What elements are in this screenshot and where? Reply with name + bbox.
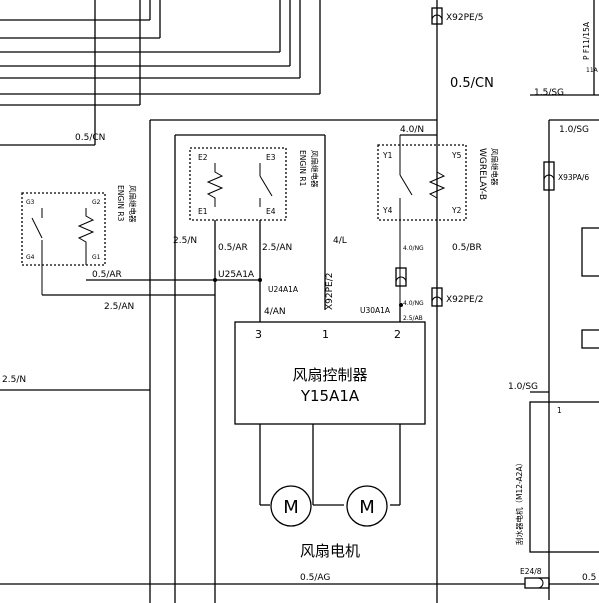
- wire-1sg: 1.5/SG: [534, 88, 564, 98]
- motor-1-symbol: M: [283, 497, 299, 518]
- wire-40ng-b: 4.0/NG: [403, 300, 424, 307]
- wg-pin-y1: Y1: [382, 151, 393, 160]
- r3-code: ENGIN R3: [116, 185, 125, 222]
- relay-wg: Y1 Y5 Y4 Y2 WGRELAY-B 风扇继电器: [377, 134, 500, 305]
- wiper-name: 刮水器电机（M12-A2A）: [514, 459, 524, 545]
- r1-pin-e1: E1: [198, 207, 208, 216]
- wire-05-right: 0.5: [582, 573, 596, 583]
- ctrl-pin-1: 1: [322, 328, 329, 341]
- ctrl-pin-3: 3: [255, 328, 262, 341]
- wire-05br: 0.5/BR: [452, 243, 482, 253]
- wire-05ar-left: 0.5/AR: [92, 270, 122, 280]
- vertical-wires: [0, 0, 438, 603]
- right-wiring: [530, 119, 599, 600]
- conn-e24: E24/8: [520, 567, 542, 576]
- wire-cn-left: 0.5/CN: [75, 133, 105, 143]
- splice-u25a1a: U25A1A: [218, 270, 255, 280]
- r1-code: ENGIN R1: [298, 150, 307, 187]
- fan-motor-1: [270, 485, 312, 527]
- wire-25an-mid: 2.5/AN: [262, 243, 292, 253]
- wire-05ar-mid: 0.5/AR: [218, 243, 248, 253]
- wire-25n-mid: 2.5/N: [173, 236, 197, 246]
- fan-motor-2: [346, 485, 388, 527]
- r3-pin-g1: G1: [92, 254, 101, 261]
- wiper-pin-1: 1: [557, 406, 562, 415]
- connectors: X92PE/5 X92PE/2 X92PE/2 X93PA/6 E24/8 P …: [325, 0, 599, 589]
- fuse-label: P F11/15A: [582, 21, 591, 60]
- motor-name: 风扇电机: [300, 542, 360, 560]
- wire-4l: 4/L: [333, 236, 347, 246]
- wg-pin-y5: Y5: [451, 151, 462, 160]
- harness-lines: [0, 0, 321, 146]
- conn-x93pa: X93PA/6: [558, 173, 589, 182]
- r3-name: 风扇继电器: [128, 185, 138, 223]
- splice-u30a1a: U30A1A: [360, 306, 391, 315]
- relay-r3: G3 G2 G4 G1 ENGIN R3 风扇继电器: [21, 185, 260, 296]
- r3-pin-g2: G2: [92, 199, 101, 206]
- r3-pin-g3: G3: [26, 199, 35, 206]
- fuse-amp: 11A: [586, 67, 599, 74]
- ctrl-name: 风扇控制器: [292, 366, 367, 384]
- wg-code: WGRELAY-B: [477, 148, 487, 200]
- r1-pin-e3: E3: [266, 153, 276, 162]
- wg-pin-y2: Y2: [451, 206, 462, 215]
- wire-4an: 4/AN: [264, 307, 286, 317]
- wire-05ag: 0.5/AG: [300, 573, 330, 583]
- wg-name: 风扇继电器: [490, 148, 500, 186]
- wiper-motor: 1 刮水器电机（M12-A2A）: [514, 401, 599, 553]
- wire-25an-left: 2.5/AN: [104, 302, 134, 312]
- wire-10sg: 1.0/SG: [508, 382, 538, 392]
- wire-10sg-right: 1.0/SG: [559, 125, 589, 135]
- wire-40n: 4.0/N: [400, 125, 424, 135]
- r1-pin-e4: E4: [266, 207, 276, 216]
- wire-40ng: 4.0/NG: [403, 245, 424, 252]
- splices: U25A1A U24A1A U30A1A: [213, 270, 403, 315]
- wire-25ab: 2.5/AB: [403, 315, 423, 322]
- fan-motors: M M 风扇电机: [259, 424, 401, 560]
- wg-pin-y4: Y4: [382, 206, 393, 215]
- conn-x92pe2-v: X92PE/2: [325, 273, 335, 311]
- conn-x92pe5: X92PE/5: [446, 13, 484, 23]
- ctrl-pin-2: 2: [394, 328, 401, 341]
- wire-25n-left: 2.5/N: [2, 375, 26, 385]
- fan-controller: 3 1 2 风扇控制器 Y15A1A: [234, 305, 426, 425]
- conn-x92pe2: X92PE/2: [446, 295, 484, 305]
- wire-labels: 0.5/CN 0.5/CN 1.5/SG 1.0/SG 4.0/N 2.5/N …: [2, 76, 596, 583]
- r1-name: 风扇继电器: [310, 150, 320, 188]
- motor-2-symbol: M: [359, 497, 375, 518]
- wire-cn-top: 0.5/CN: [450, 76, 494, 91]
- relay-r1: E2 E3 E1 E4 ENGIN R1 风扇继电器: [189, 147, 320, 221]
- ctrl-code: Y15A1A: [300, 387, 360, 405]
- splice-u24a1a: U24A1A: [268, 285, 299, 294]
- r3-pin-g4: G4: [26, 254, 35, 261]
- r1-pin-e2: E2: [198, 153, 208, 162]
